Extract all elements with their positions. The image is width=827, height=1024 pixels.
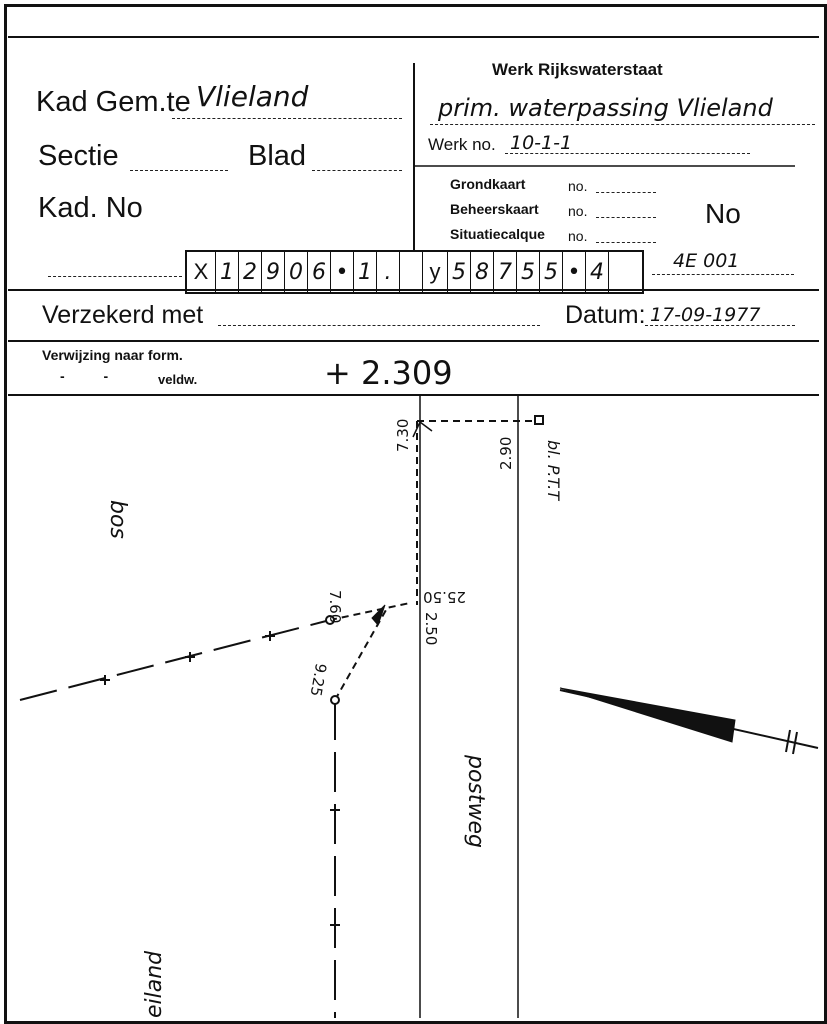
grondkaart-no-label: no. <box>568 178 588 194</box>
y-digit: • <box>563 252 586 292</box>
label-postweg: postweg <box>463 755 488 849</box>
form-border <box>4 4 827 1024</box>
beheerskaart-no-label: no. <box>568 203 588 219</box>
point-760 <box>325 615 335 625</box>
boundary-left <box>19 619 331 701</box>
x-label: X <box>187 252 216 292</box>
x-digit: . <box>377 252 400 292</box>
kad-no-label: Kad. No <box>38 192 143 224</box>
point-925 <box>330 695 340 705</box>
verwijzing-label: Verwijzing naar form. <box>42 347 183 363</box>
number-value: 4E 001 <box>673 250 740 272</box>
x-digit: 1 <box>354 252 377 292</box>
kad-gem-value: Vlieland <box>196 80 309 113</box>
label-bos: bos <box>105 500 130 539</box>
label-250: 2.50 <box>422 612 440 646</box>
werk-no-value: 10-1-1 <box>510 132 573 154</box>
label-vlieland: eiland <box>142 950 167 1018</box>
verwijzing-value: + 2.309 <box>324 354 453 392</box>
grondkaart-label: Grondkaart <box>450 176 526 192</box>
y-digit: 5 <box>517 252 540 292</box>
x-digit <box>400 252 423 292</box>
x-digit: 2 <box>239 252 262 292</box>
datum-label: Datum: <box>565 301 646 329</box>
kad-gem-label: Kad Gem.te <box>36 86 191 118</box>
y-label: y <box>423 252 448 292</box>
y-digit: 4 <box>586 252 609 292</box>
x-digit: 9 <box>262 252 285 292</box>
verwijzing-ditto: - - <box>60 368 109 384</box>
werk-description: prim. waterpassing Vlieland <box>438 94 773 122</box>
blad-label: Blad <box>248 140 307 172</box>
label-pole: bl. P.T.T <box>544 440 563 501</box>
measure-760 <box>329 602 411 621</box>
sectie-label: Sectie <box>38 140 119 172</box>
situatiecalque-no-label: no. <box>568 228 588 244</box>
y-digit: 5 <box>448 252 471 292</box>
x-digit: 1 <box>216 252 239 292</box>
label-730: 7.30 <box>394 418 412 452</box>
label-290: 2.90 <box>497 436 515 470</box>
datum-value: 17-09-1977 <box>650 304 761 326</box>
veldw-label: veldw. <box>158 372 198 387</box>
werk-no-label: Werk no. <box>428 135 496 154</box>
arrow-marker <box>559 687 736 743</box>
beheerskaart-label: Beheerskaart <box>450 201 539 217</box>
verzekerd-label: Verzekerd met <box>42 301 204 329</box>
x-digit: 0 <box>285 252 308 292</box>
big-no-label: No <box>705 198 741 229</box>
y-digit: 8 <box>471 252 494 292</box>
x-digit: • <box>331 252 354 292</box>
y-digit: 5 <box>540 252 563 292</box>
label-760: 7.60 <box>326 590 344 624</box>
arrow-head <box>371 604 386 626</box>
x-digit: 6 <box>308 252 331 292</box>
werk-title: Werk Rijkswaterstaat <box>492 60 663 79</box>
pole-marker <box>534 415 544 425</box>
label-2550: 25.50 <box>423 588 466 606</box>
situatiecalque-label: Situatiecalque <box>450 226 545 242</box>
y-digit: 7 <box>494 252 517 292</box>
